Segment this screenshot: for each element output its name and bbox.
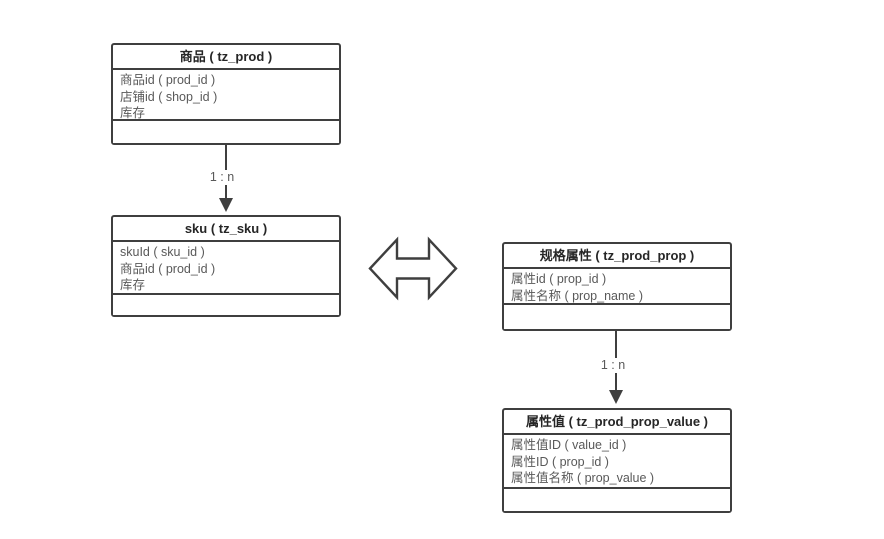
field-sku-prod-id: 商品id ( prod_id ) — [120, 261, 216, 276]
entity-prod: 商品 ( tz_prod ) 商品id ( prod_id ) 店铺id ( s… — [111, 43, 341, 145]
entity-sku-empty-section — [113, 295, 339, 315]
connector-prod-to-sku-arrowhead-icon — [219, 198, 233, 212]
entity-prod-empty-section — [113, 121, 339, 143]
entity-prod-prop-fields: 属性id ( prop_id ) 属性名称 ( prop_name ) — [504, 269, 730, 305]
entity-prod-fields: 商品id ( prod_id ) 店铺id ( shop_id ) 库存 — [113, 70, 339, 121]
field-sku-stock: 库存 — [120, 278, 146, 292]
connector-prop-to-value-arrowhead-icon — [609, 390, 623, 404]
field-shop-id: 店铺id ( shop_id ) — [120, 89, 218, 104]
double-arrow-icon — [368, 236, 458, 301]
field-prop-value-name: 属性值名称 ( prop_value ) — [511, 471, 655, 485]
field-sku-id: skuId ( sku_id ) — [120, 245, 205, 259]
entity-prod-prop-value-fields: 属性值ID ( value_id ) 属性ID ( prop_id ) 属性值名… — [504, 435, 730, 489]
entity-prod-prop-value-empty-section — [504, 489, 730, 511]
field-value-prop-id: 属性ID ( prop_id ) — [511, 454, 609, 469]
entity-prod-prop: 规格属性 ( tz_prod_prop ) 属性id ( prop_id ) 属… — [502, 242, 732, 331]
entity-prod-prop-value: 属性值 ( tz_prod_prop_value ) 属性值ID ( value… — [502, 408, 732, 513]
connector-prop-to-value-label: 1 : n — [590, 358, 636, 373]
field-prod-stock: 库存 — [120, 106, 146, 120]
entity-sku-title: sku ( tz_sku ) — [113, 217, 339, 242]
field-prod-id: 商品id ( prod_id ) — [120, 73, 216, 87]
connector-prod-to-sku-label: 1 : n — [199, 170, 245, 185]
entity-prod-prop-value-title: 属性值 ( tz_prod_prop_value ) — [504, 410, 730, 435]
field-prop-id: 属性id ( prop_id ) — [511, 272, 607, 286]
entity-prod-prop-title: 规格属性 ( tz_prod_prop ) — [504, 244, 730, 269]
field-value-id: 属性值ID ( value_id ) — [511, 438, 627, 452]
entity-sku: sku ( tz_sku ) skuId ( sku_id ) 商品id ( p… — [111, 215, 341, 317]
entity-prod-title: 商品 ( tz_prod ) — [113, 45, 339, 70]
entity-sku-fields: skuId ( sku_id ) 商品id ( prod_id ) 库存 — [113, 242, 339, 295]
field-prop-name: 属性名称 ( prop_name ) — [511, 288, 643, 303]
entity-prod-prop-empty-section — [504, 305, 730, 329]
